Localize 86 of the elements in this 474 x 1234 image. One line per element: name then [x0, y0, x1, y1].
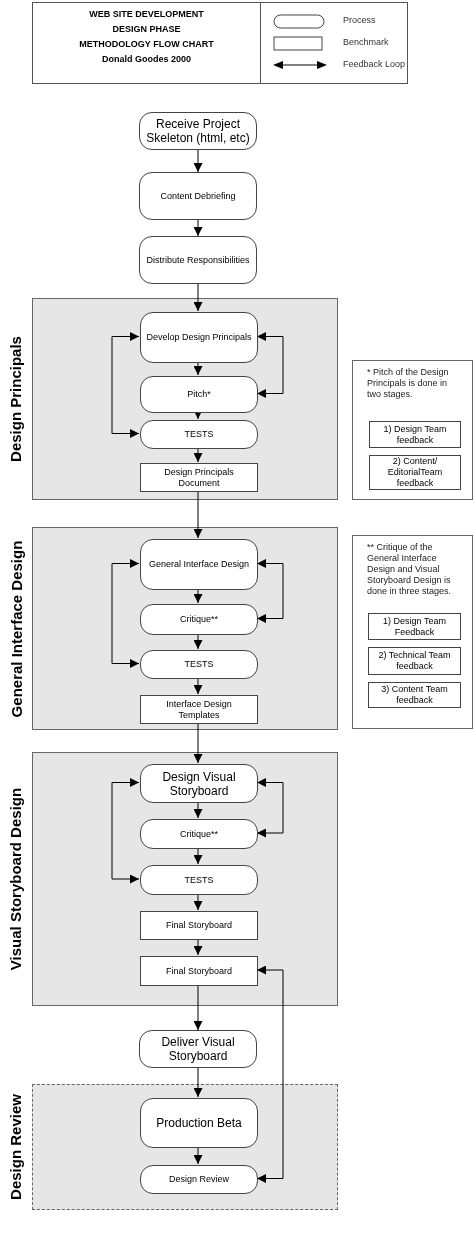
arrow: [193, 633, 203, 650]
process-box: [140, 312, 258, 363]
arrow: [193, 447, 203, 463]
process-box: [140, 764, 258, 803]
arrow: [256, 559, 284, 623]
arrow: [193, 410, 203, 420]
phase-title: General Interface Design: [9, 539, 23, 719]
arrow: [111, 559, 140, 668]
legend-label: Process: [343, 14, 376, 28]
arrow: [193, 801, 203, 819]
author-note: Donald Goodes 2000: [102, 53, 191, 66]
note-panel: [352, 535, 473, 729]
process-box: [140, 539, 258, 590]
process-box: [139, 1030, 257, 1068]
process-box: [140, 1165, 258, 1194]
node-label: Content Debriefing: [160, 190, 236, 202]
phase-title: Design Principals: [9, 335, 23, 464]
arrow: [256, 332, 284, 398]
arrow: [193, 1146, 203, 1165]
node-label: Distribute Responsibilities: [146, 254, 250, 266]
node-label: Design Review: [169, 1174, 229, 1185]
note-panel: [352, 360, 473, 500]
node-label: Pitch*: [187, 389, 211, 400]
arrow: [193, 361, 203, 376]
node-label: Final Storyboard: [165, 920, 232, 931]
benchmark-box: [140, 911, 258, 940]
node-label: Deliver Visual Storyboard: [160, 1035, 236, 1063]
benchmark-box: [368, 647, 461, 675]
arrow: [193, 588, 203, 604]
node-label: TESTS: [184, 874, 214, 886]
node-label: Design Visual Storyboard: [161, 769, 237, 798]
process-box: [140, 650, 258, 679]
benchmark-box: [140, 463, 258, 492]
node-label: Production Beta: [156, 1116, 242, 1130]
node-label: Develop Design Principals: [146, 332, 252, 343]
node-label: Receive Project Skeleton (html, etc): [145, 117, 251, 145]
note-text: * Pitch of the Design Principals is done in two stages.: [367, 367, 450, 400]
benchmark-box: [140, 956, 258, 986]
arrow: [193, 722, 203, 764]
node-label: Final Storyboard: [165, 965, 232, 977]
chart-title: WEB SITE DEVELOPMENT DESIGN PHASE METHODOLOGY FLOW CHART: [78, 8, 215, 51]
process-box: [139, 172, 257, 220]
arrow: [111, 332, 140, 438]
node-label: TESTS: [184, 659, 214, 670]
benchmark-box: [140, 695, 258, 724]
benchmark-box: [369, 455, 461, 490]
node-label: Design Principals Document: [163, 466, 235, 489]
node-label: General Interface Design: [148, 559, 250, 570]
arrow: [193, 149, 203, 173]
node-label: Interface Design Templates: [165, 698, 233, 721]
node-label: 2) Content/ EditorialTeam feedback: [386, 456, 444, 489]
legend-label: Feedback Loop: [343, 58, 406, 72]
node-label: 1) Design Team feedback: [382, 423, 448, 446]
arrow: [193, 847, 203, 865]
arrow: [193, 677, 203, 695]
node-label: 3) Content Team feedback: [380, 684, 449, 706]
process-box: [139, 112, 257, 150]
arrow: [193, 219, 203, 237]
node-label: 2) Technical Team feedback: [377, 650, 452, 672]
phase-title: Design Review: [9, 1093, 23, 1202]
arrow: [193, 490, 203, 539]
node-label: Critique**: [180, 828, 218, 840]
process-box: [140, 604, 258, 635]
process-box: [140, 865, 258, 895]
legend-label: Benchmark: [343, 36, 389, 50]
phase-title: Visual Storyboard Design: [9, 786, 23, 973]
process-box: [140, 420, 258, 449]
process-box: [140, 819, 258, 849]
arrow: [193, 938, 203, 956]
arrow: [193, 893, 203, 911]
note-text: ** Critique of the General Interface Design and Visual Storyboard Design is done in three stages.: [367, 542, 453, 597]
node-label: 1) Design Team Feedback: [382, 615, 447, 638]
node-label: Critique**: [180, 614, 218, 625]
process-box: [140, 1098, 258, 1148]
arrow: [256, 778, 284, 838]
benchmark-box: [369, 421, 461, 448]
arrow: [193, 1067, 203, 1098]
node-label: TESTS: [184, 429, 214, 440]
arrow: [256, 965, 284, 1183]
benchmark-box: [368, 682, 461, 708]
process-box: [139, 236, 257, 284]
arrow: [193, 283, 203, 312]
benchmark-box: [368, 613, 461, 640]
arrow: [193, 984, 203, 1031]
arrow: [111, 778, 140, 884]
process-box: [140, 376, 258, 413]
